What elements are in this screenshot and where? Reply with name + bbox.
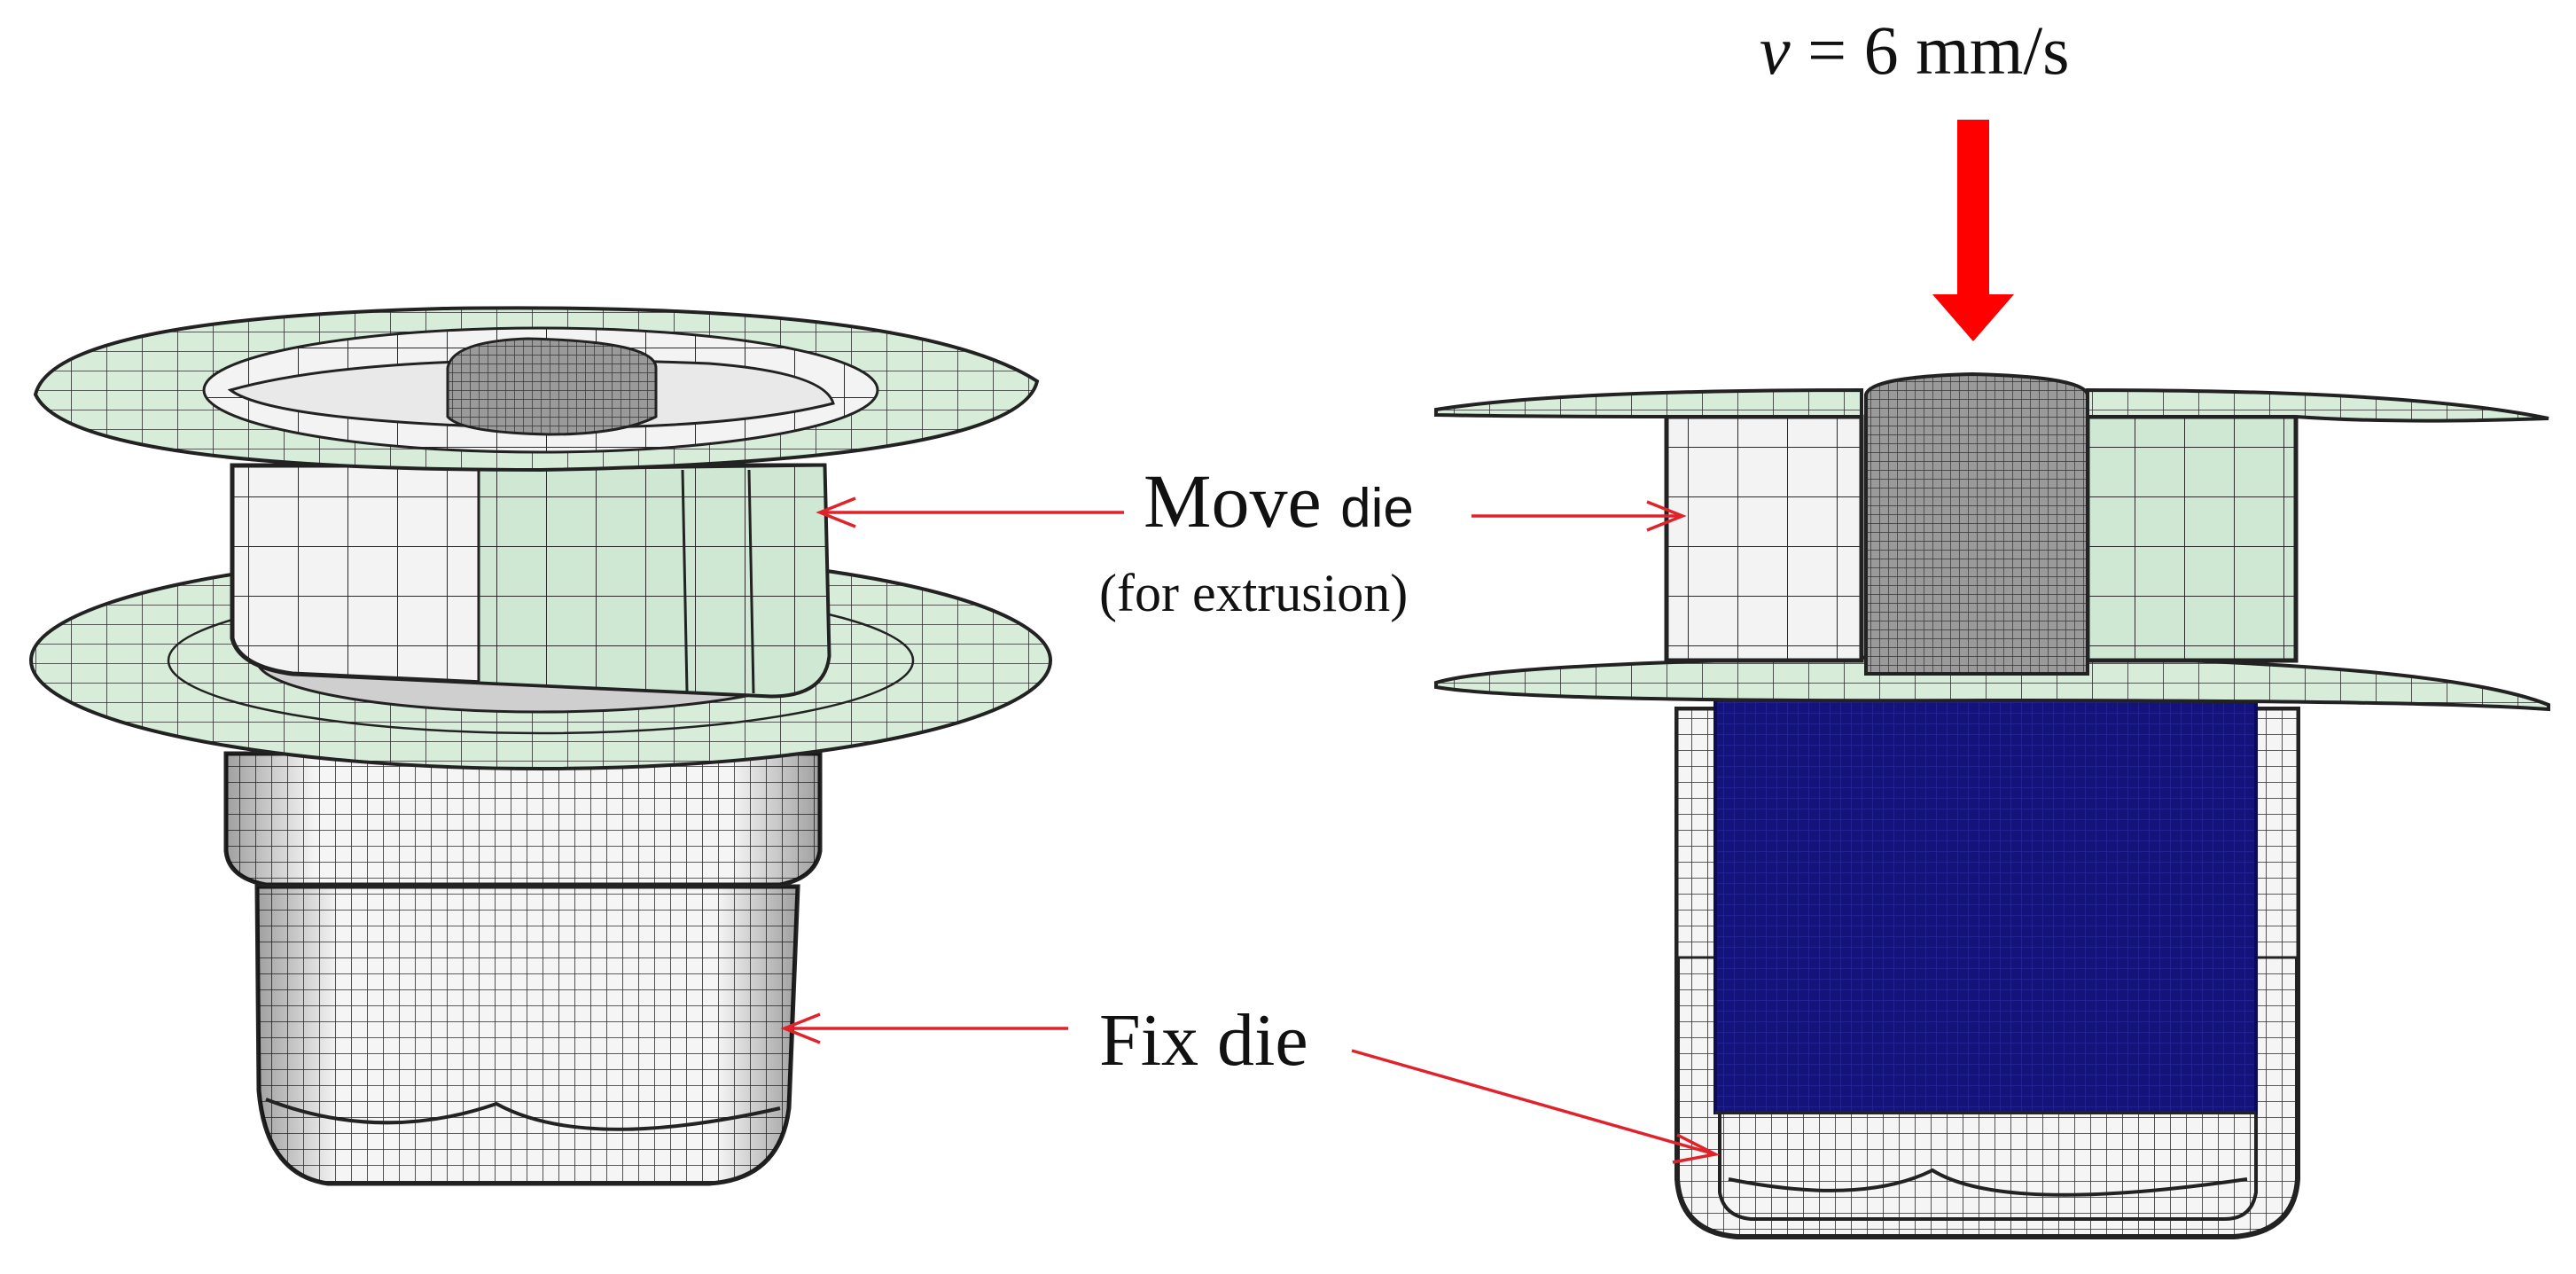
right-cross-section (1434, 371, 2550, 1239)
move-die-section (1664, 414, 2299, 663)
move-die-label: Move die (1144, 457, 1414, 545)
fix-die-lower-block (254, 884, 800, 1186)
left-assembly (29, 306, 1052, 1186)
leader-fix-die-right (1351, 1049, 1721, 1164)
velocity-symbol: v (1760, 12, 1791, 89)
velocity-value: = 6 mm/s (1807, 12, 2070, 89)
leader-lines (780, 496, 1721, 1164)
velocity-label: v = 6 mm/s (1760, 11, 2069, 90)
leader-fix-die-left (780, 1012, 1068, 1044)
billet (1713, 690, 2258, 1114)
punch-section (1864, 371, 2089, 676)
move-die-small-text: die (1340, 478, 1414, 539)
leader-move-die-left (816, 496, 1124, 528)
move-die-flange-section (1434, 387, 2549, 423)
punch (446, 337, 658, 436)
move-die-sublabel: (for extrusion) (1099, 564, 1409, 622)
leader-move-die-right (1471, 500, 1687, 532)
fix-die-step (223, 751, 823, 887)
move-die-body (230, 463, 831, 699)
fix-die-label: Fix die (1099, 999, 1308, 1082)
move-die-main-text: Move (1144, 458, 1322, 543)
velocity-arrow (1932, 120, 2014, 341)
